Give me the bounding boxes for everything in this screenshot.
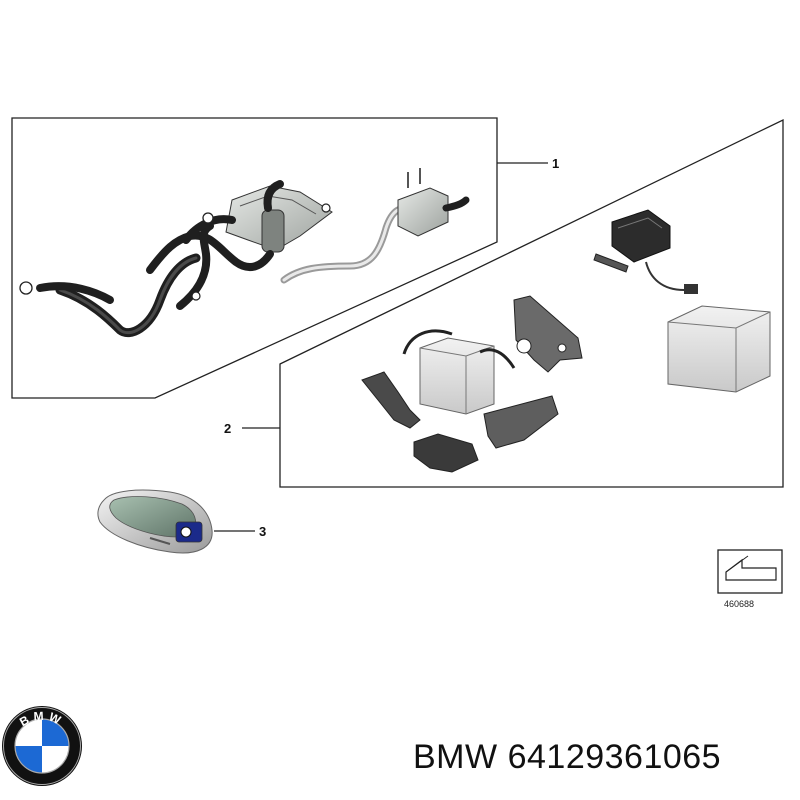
- logo-text: BMW: [17, 709, 62, 729]
- battery-kit: [361, 209, 771, 473]
- reference-number: 460688: [724, 599, 754, 609]
- caption-brand: BMW: [413, 738, 498, 776]
- display-key: [97, 489, 213, 554]
- svg-text:BMW: BMW: [17, 709, 66, 729]
- callout-1-label: 1: [552, 156, 559, 171]
- callout-2: 2: [224, 421, 280, 436]
- reference-box: 460688: [717, 549, 783, 609]
- callout-3: 3: [214, 524, 266, 539]
- callout-1: 1: [497, 156, 559, 171]
- bmw-logo: BMW: [2, 706, 82, 786]
- group-1-frame: [11, 117, 498, 399]
- caption-part-number: 64129361065: [507, 738, 722, 776]
- coolant-hose-assembly: [19, 168, 470, 338]
- group-2-frame: [279, 118, 784, 488]
- callout-2-label: 2: [224, 421, 231, 436]
- callout-3-label: 3: [259, 524, 266, 539]
